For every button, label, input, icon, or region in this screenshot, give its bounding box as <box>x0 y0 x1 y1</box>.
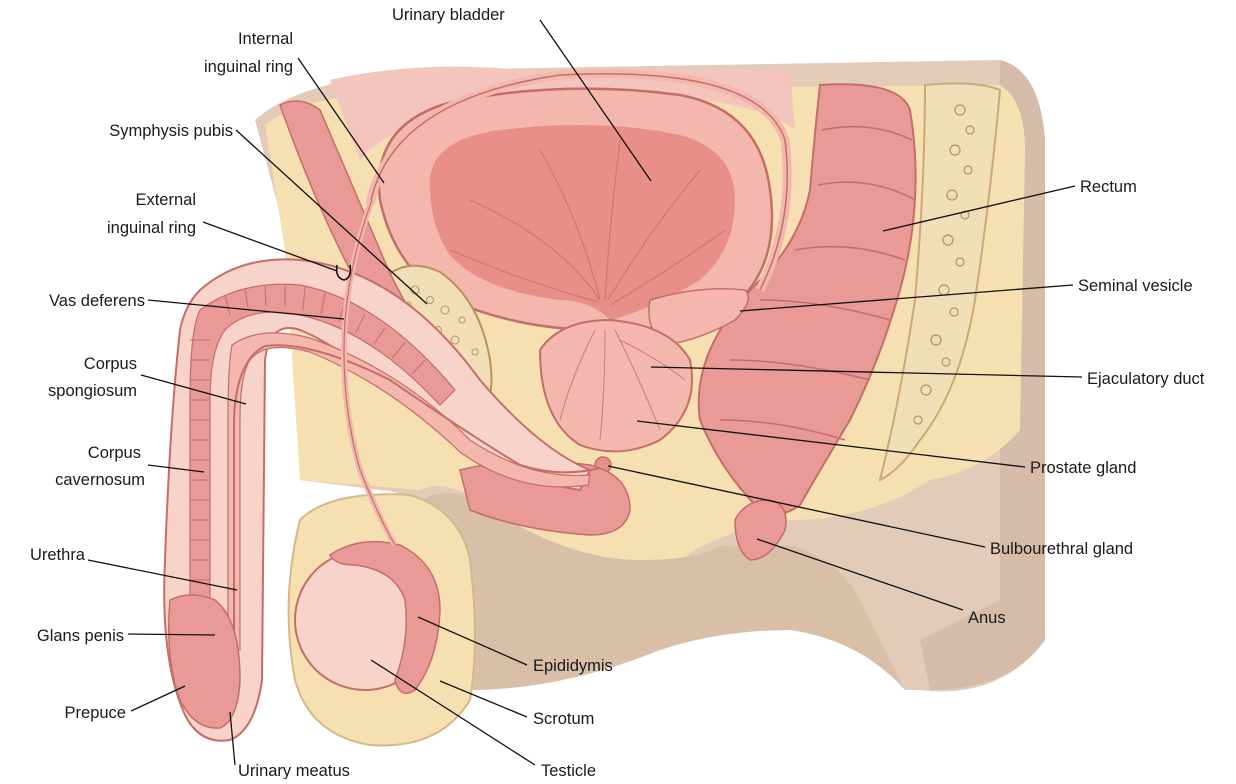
label-testicle: Testicle <box>541 762 596 779</box>
label-internal-inguinal-ring-line1: Internal <box>238 30 293 48</box>
label-scrotum: Scrotum <box>533 710 594 728</box>
label-urethra: Urethra <box>30 546 86 564</box>
leader-prepuce <box>131 686 185 711</box>
label-urinary-meatus: Urinary meatus <box>238 762 350 779</box>
label-rectum: Rectum <box>1080 178 1137 196</box>
label-prepuce: Prepuce <box>65 704 126 722</box>
label-corpus-spongiosum-line2: spongiosum <box>48 382 137 400</box>
label-glans-penis: Glans penis <box>37 627 124 645</box>
label-corpus-cavernosum-line2: cavernosum <box>55 471 145 489</box>
label-symphysis-pubis: Symphysis pubis <box>109 122 233 140</box>
label-ejaculatory-duct: Ejaculatory duct <box>1087 370 1205 388</box>
label-prostate-gland: Prostate gland <box>1030 459 1136 477</box>
label-seminal-vesicle: Seminal vesicle <box>1078 277 1193 295</box>
label-anus: Anus <box>968 609 1006 627</box>
label-corpus-cavernosum-line1: Corpus <box>88 444 141 462</box>
label-vas-deferens: Vas deferens <box>49 292 145 310</box>
label-external-inguinal-ring-line1: External <box>135 191 196 209</box>
label-epididymis: Epididymis <box>533 657 613 675</box>
label-internal-inguinal-ring-line2: inguinal ring <box>204 58 293 76</box>
label-urinary-bladder: Urinary bladder <box>392 6 505 24</box>
illustration <box>164 60 1045 745</box>
label-bulbourethral-gland: Bulbourethral gland <box>990 540 1133 558</box>
label-corpus-spongiosum-line1: Corpus <box>84 355 137 373</box>
label-external-inguinal-ring-line2: inguinal ring <box>107 219 196 237</box>
